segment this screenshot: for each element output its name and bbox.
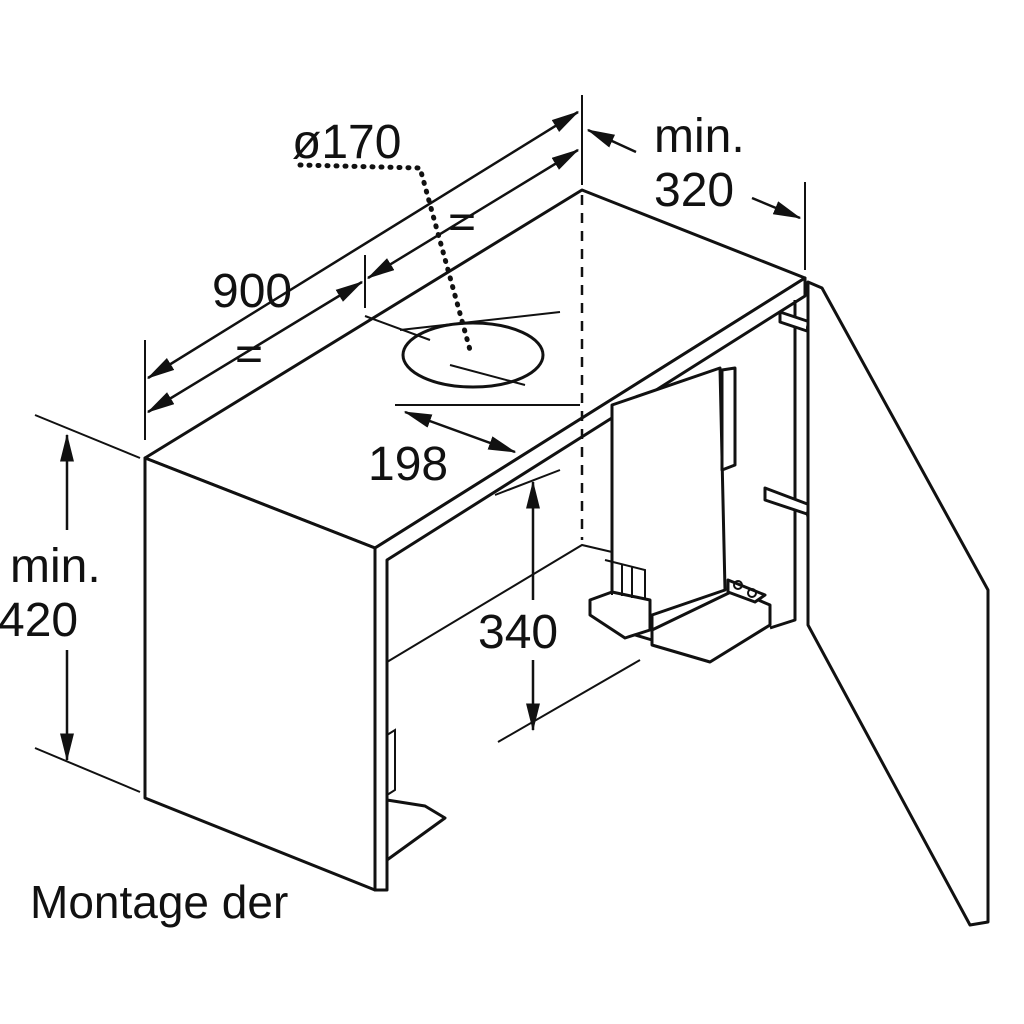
label-height-value: 420 (0, 594, 78, 647)
inner-right-wall (769, 300, 797, 630)
label-depth-value: 320 (654, 164, 734, 217)
left-bracket (386, 728, 396, 796)
dim-half-right-line (366, 148, 580, 280)
inner-components (588, 310, 824, 664)
label-equal-left: = (235, 328, 263, 381)
dim-depth-arrow-right (751, 196, 802, 220)
label-depth-min: min. (654, 110, 745, 163)
dim-half-left-line (146, 280, 364, 414)
inner-shelf-edge (386, 543, 613, 663)
cabinet-door (806, 280, 990, 927)
clip-block (588, 590, 652, 640)
cabinet-front-edge (373, 276, 807, 892)
dimension-labels: ø170 900 = = min. 320 198 min. 420 340 M… (0, 110, 745, 928)
label-width: 900 (212, 265, 292, 318)
label-inner-height: 340 (478, 606, 558, 659)
dim-depth-arrow-left (586, 128, 637, 154)
left-shelf (385, 798, 447, 862)
label-diameter: ø170 (292, 116, 401, 169)
screw (747, 588, 757, 598)
dimension-lines (34, 95, 806, 793)
label-height-min: min. (10, 540, 101, 593)
label-equal-right: = (448, 196, 476, 249)
label-offset: 198 (368, 438, 448, 491)
diameter-leader (297, 162, 473, 353)
hinge-lower (763, 486, 812, 517)
dim-offset-line (403, 410, 517, 454)
caption-text: Montage der (30, 876, 288, 928)
mount-rail (720, 366, 737, 472)
clip-detail (604, 559, 646, 600)
screw (733, 580, 743, 590)
